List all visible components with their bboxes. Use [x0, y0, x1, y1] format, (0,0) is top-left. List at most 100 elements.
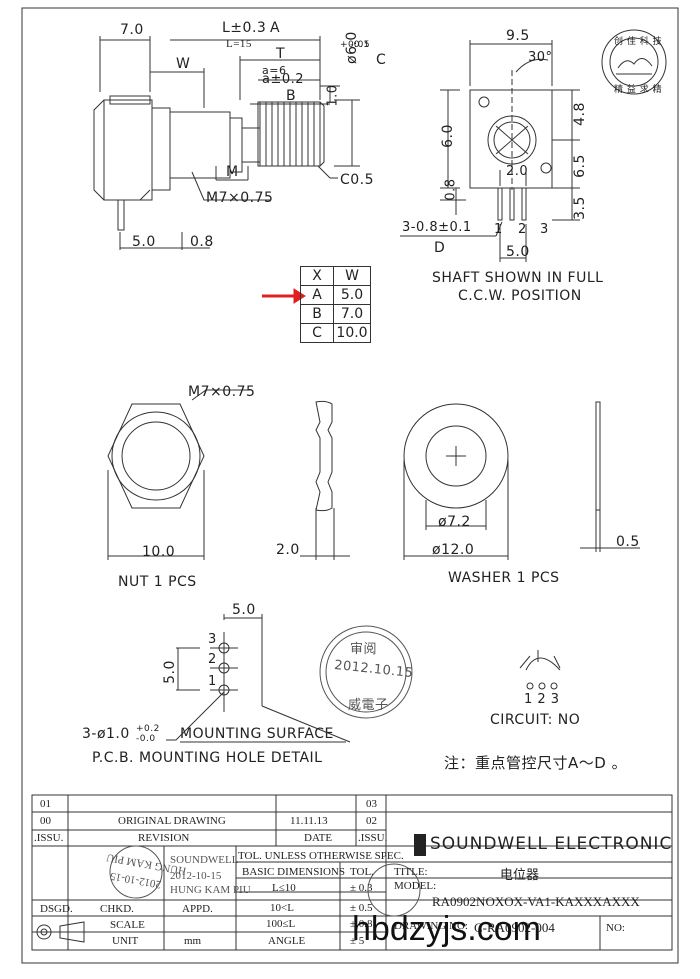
pcb-dim-side: 5.0 [161, 660, 178, 684]
pin-2: 2 [518, 222, 527, 237]
nut-thread: M7×0.75 [188, 384, 256, 400]
stamp1-top: 审阅 [350, 642, 378, 657]
pcb-pin-1: 1 [208, 674, 217, 689]
tb-appd: APPD. [182, 903, 213, 915]
tb-company: SOUNDWELL ELECTRONIC [430, 834, 673, 854]
pcb-pin-3: 3 [208, 632, 217, 647]
tb-drawing-lbl: DRAWING NO: [394, 920, 468, 932]
dim-L15: L=15 [226, 38, 252, 50]
dim-a02: a±0.2 [262, 72, 305, 87]
dim-5-0: 5.0 [132, 234, 156, 250]
xw-header-w: W [333, 266, 371, 286]
tb-date-hdr: DATE [304, 832, 333, 844]
dim-a6: a=6 [262, 64, 287, 77]
mounting-surface: MOUNTING SURFACE [180, 726, 334, 742]
chamfer: C0.5 [340, 172, 375, 188]
front-view-outline [400, 40, 580, 262]
tb-r02: 02 [366, 815, 377, 827]
dim-0-8-front: 0.8 [443, 178, 459, 201]
dim-M: M [226, 164, 239, 180]
tol-plus: +0.05 [340, 40, 371, 50]
xw-row-b-x: B [300, 304, 334, 324]
nut-outline [107, 389, 350, 560]
tb-orig-date: 11.11.13 [290, 815, 328, 827]
washer-outline [403, 401, 640, 560]
logo-top: 创 佳 科 技 [614, 37, 663, 47]
logo-bottom: 精 益 求 精 [614, 85, 663, 95]
thread-M7: M7×0.75 [206, 190, 274, 206]
tb-no-lbl: NO: [606, 922, 625, 934]
nut-caption: NUT 1 PCS [118, 574, 197, 590]
tb-angle: ANGLE [268, 935, 306, 947]
xw-row-a-x: A [300, 285, 334, 305]
circuit-pins: 1 2 3 [524, 692, 560, 707]
tb-scale: SCALE [110, 919, 145, 931]
label-A: A [270, 20, 281, 36]
caption-shaft-2: C.C.W. POSITION [458, 288, 582, 304]
label-B: B [286, 88, 297, 104]
stamp1-bottom: 威電子 [348, 698, 389, 713]
nut-dim-10: 10.0 [142, 544, 176, 560]
nut-dim-2: 2.0 [276, 542, 300, 558]
tb-row1-dim: L≤10 [272, 882, 296, 894]
washer-outer: ø12.0 [432, 542, 475, 558]
tb-unit: UNIT [112, 935, 139, 947]
tb-tol-hdr: TOL. UNLESS OTHERWISE SPEC. [238, 850, 404, 862]
pin-3: 3 [540, 222, 549, 237]
soundwell-logo-icon [414, 834, 426, 856]
pcb-hole-tol-plus: +0.2 [136, 724, 160, 734]
xw-row-b-w: 7.0 [333, 304, 371, 324]
dim-4-8: 4.8 [571, 102, 588, 126]
tb-r03: 03 [366, 798, 377, 810]
tb-tol: TOL. [350, 866, 374, 878]
angle-30: 30° [528, 50, 553, 65]
pcb-caption: P.C.B. MOUNTING HOLE DETAIL [92, 750, 323, 766]
tb-drawing-val: C-RA0902-004 [474, 920, 555, 935]
company-logo-seal [601, 29, 667, 95]
side-view-outline [93, 36, 360, 250]
xw-row-a-w: 5.0 [333, 285, 371, 305]
dim-5-0-front: 5.0 [506, 244, 530, 260]
label-D: D [434, 240, 446, 256]
dim-7-0: 7.0 [120, 22, 144, 38]
watermark: hbdzyjs.com [352, 910, 541, 948]
tb-title-val: 电位器 [500, 867, 540, 882]
dim-6-5: 6.5 [571, 154, 588, 178]
xw-row-c-x: C [300, 323, 334, 343]
washer-caption: WASHER 1 PCS [448, 570, 560, 586]
pcb-hole-tol-minus: -0.0 [136, 734, 156, 744]
tb-row2-tol: ± 0.5 [350, 902, 373, 914]
dim-9-5: 9.5 [506, 28, 530, 44]
dim-2-0: 2.0 [506, 164, 529, 179]
tb-unit-val: mm [184, 935, 202, 947]
caption-shaft-1: SHAFT SHOWN IN FULL [432, 270, 604, 286]
tb-row3-tol: ± 0.8 [350, 918, 373, 930]
pcb-pin-2: 2 [208, 652, 217, 667]
tb-rev00: 00 [40, 815, 51, 827]
tol-minus: -0.1 [350, 40, 370, 50]
tb-angle-tol: ± 5 [350, 935, 365, 947]
circuit-symbol [519, 650, 561, 690]
tb-row3-dim: 100≤L [266, 918, 296, 930]
tb-row1-tol: ± 0.3 [350, 882, 373, 894]
title-block-grid [31, 794, 673, 951]
tb-model-lbl: MODEL: [394, 880, 437, 892]
circuit-caption: CIRCUIT: NO [490, 712, 581, 728]
tb-row2-dim: 10<L [270, 902, 294, 914]
tb-dsgd: DSGD. [40, 903, 73, 915]
tb-stamp3-bottom: HUNG KAM PIU [170, 884, 251, 896]
tb-original: ORIGINAL DRAWING [118, 815, 226, 827]
tb-model-val: RA0902NOXOX-VA1-KAXXXAXXX [432, 894, 640, 909]
dim-6-0: 6.0 [439, 124, 456, 148]
xw-header-x: X [300, 266, 334, 286]
dim-L: L±0.3 [222, 20, 267, 36]
tb-issu2: .ISSU. [358, 832, 388, 844]
note: 注：重点管控尺寸A～D 。 [444, 754, 628, 772]
dim-0-8: 0.8 [190, 234, 214, 250]
tb-issu: .ISSU. [34, 832, 64, 844]
dim-W: W [176, 56, 191, 72]
washer-inner: ø7.2 [438, 514, 471, 530]
tb-chkd: CHKD. [100, 903, 134, 915]
